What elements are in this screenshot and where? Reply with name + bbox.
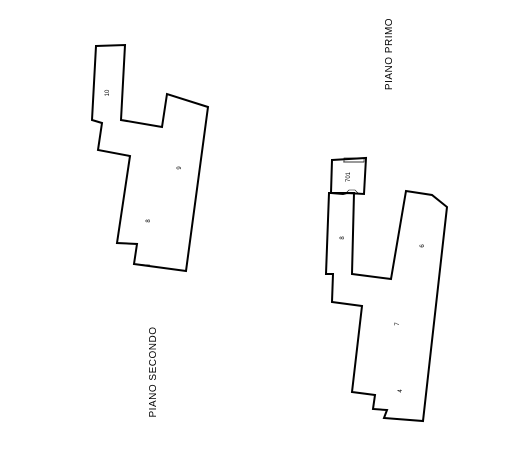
room-4-label: 4 [398,389,404,393]
second-floor-title: PIANO SECONDO [148,327,159,418]
room-8-first-label: 8 [340,236,346,240]
room-8-label: 8 [146,219,152,223]
first-floor-title: PIANO PRIMO [384,18,395,90]
room-701-door-line [345,189,360,195]
room-7-label: 7 [395,322,401,326]
room-6-label: 6 [420,244,426,248]
room-701-stair-block [343,157,365,163]
second-floor-plan: 10 9 8 [90,43,210,273]
first-floor-outline [324,156,449,423]
second-floor-stair-annex [133,243,151,266]
room-701-label: 701 [346,171,352,182]
room-10-label: 10 [105,89,111,96]
first-floor-plan: 701 8 6 7 4 [324,156,449,423]
room-9-label: 9 [177,166,183,170]
second-floor-outline [90,43,210,273]
